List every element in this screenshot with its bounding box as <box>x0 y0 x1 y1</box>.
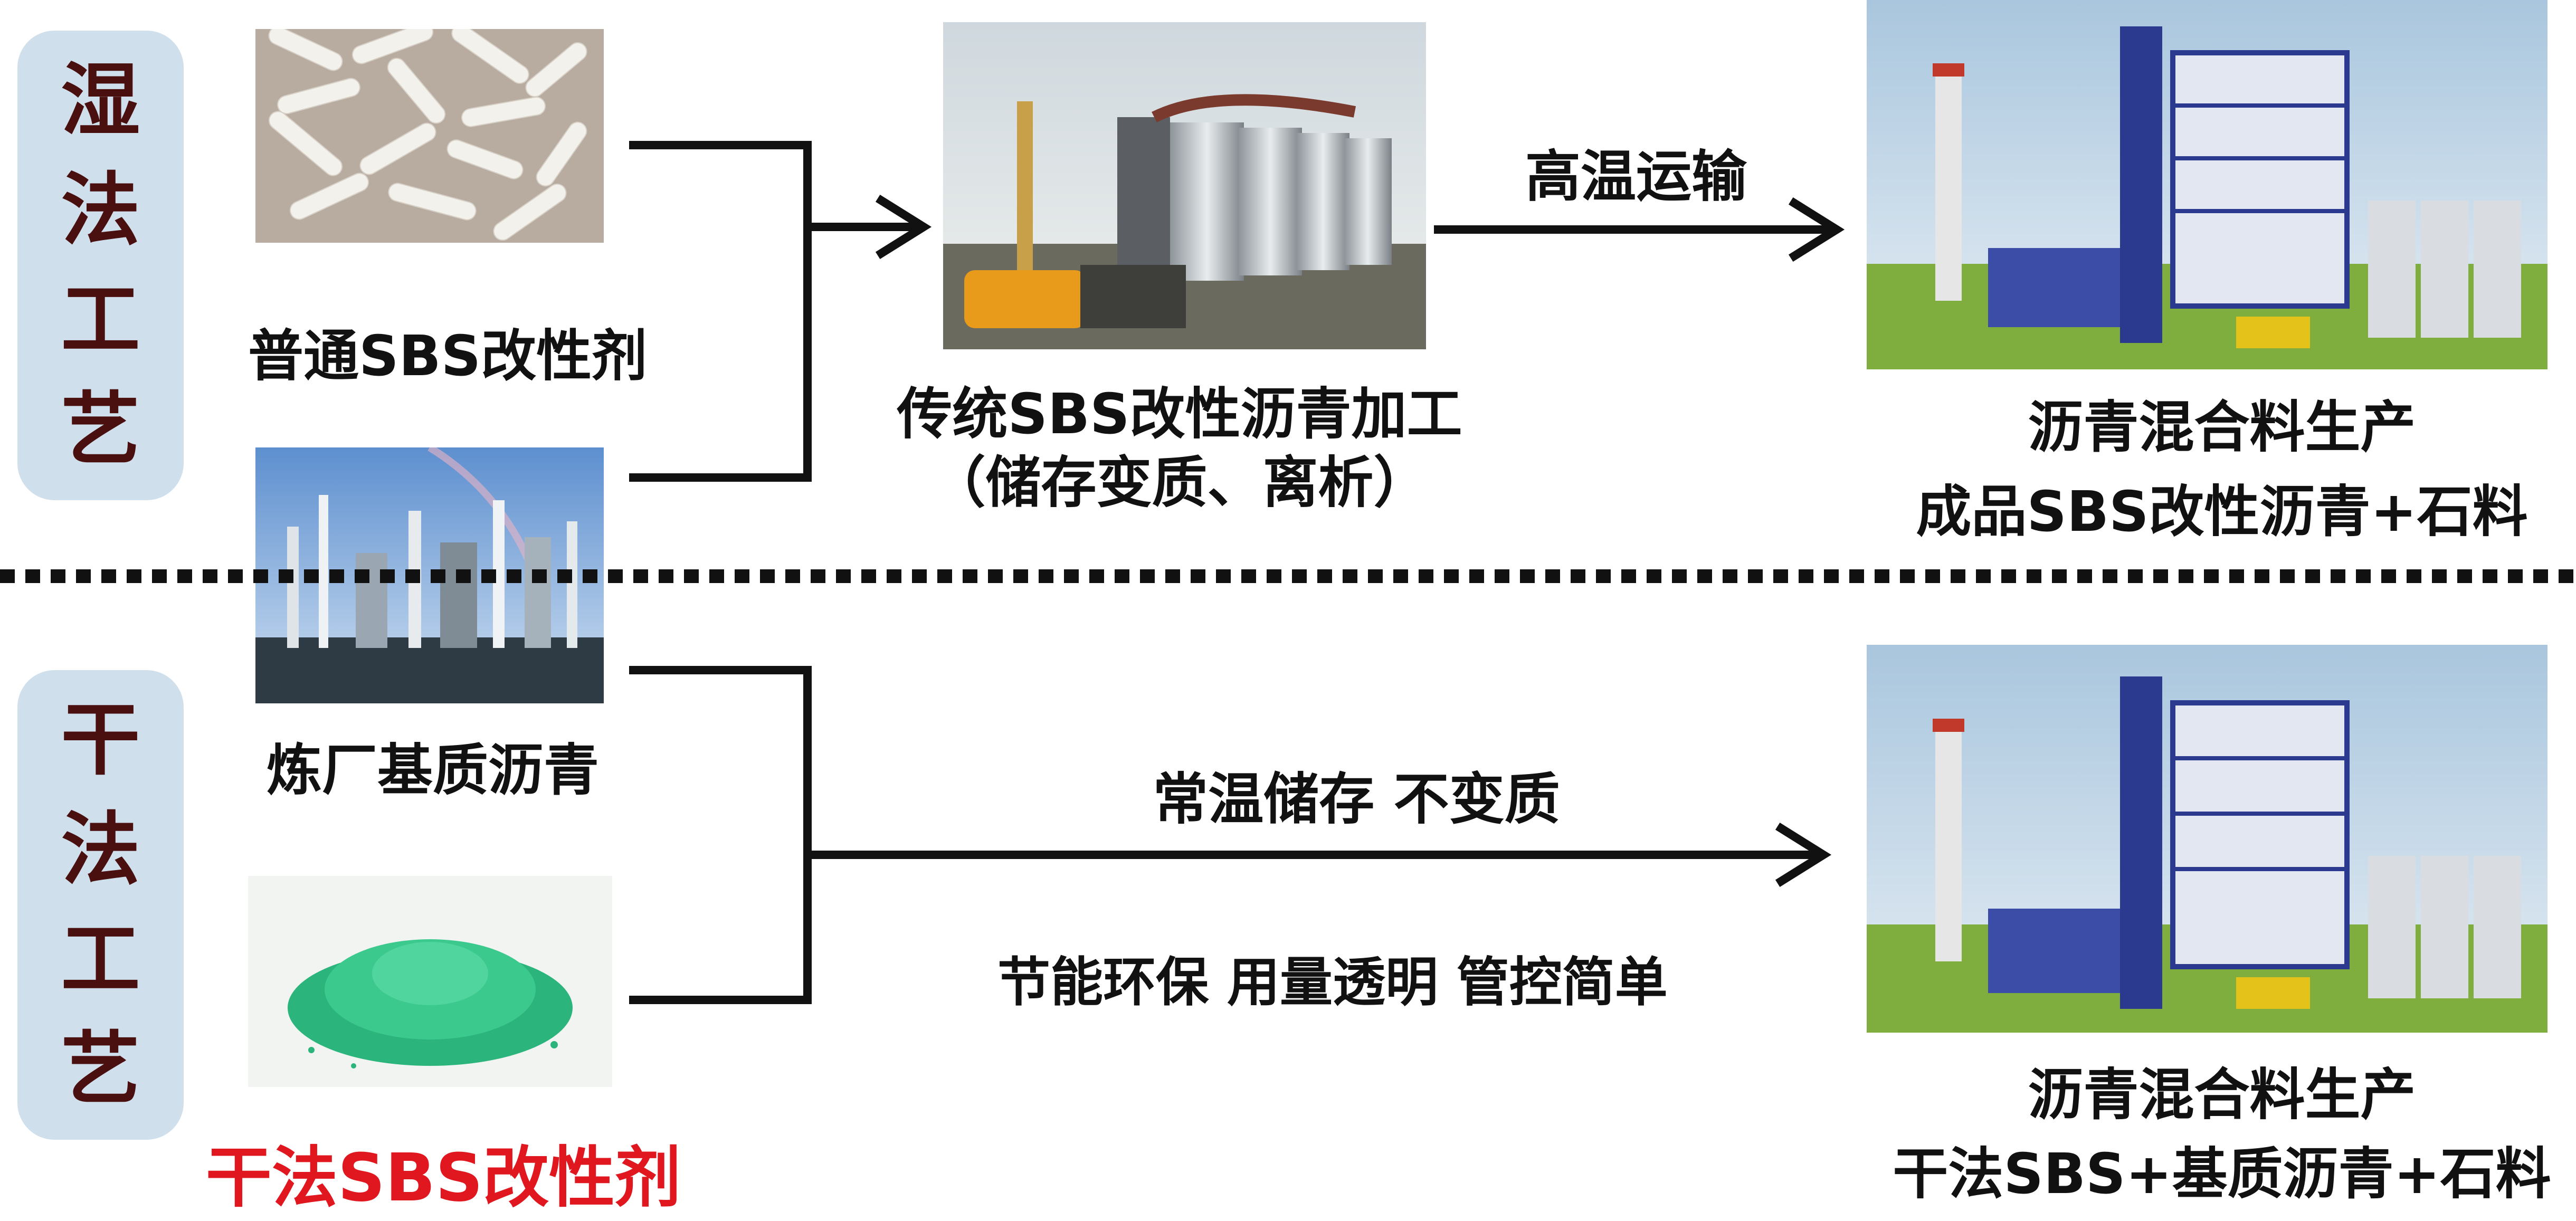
green-powder-photo <box>248 876 612 1087</box>
base-bitumen-label: 炼厂基质沥青 <box>266 738 599 803</box>
transport-label: 高温运输 <box>1525 145 1747 209</box>
processing-note: （储存变质、离析） <box>930 451 1429 515</box>
dry-modifier-label: 干法SBS改性剂 <box>205 1140 681 1216</box>
wet-process-char: 工 <box>61 274 140 366</box>
dry-process-char: 艺 <box>61 1024 140 1115</box>
dry-output-title: 沥青混合料生产 <box>2028 1063 2416 1127</box>
storage-label: 常温储存 不变质 <box>1153 767 1560 832</box>
dry-process-char: 工 <box>61 914 140 1006</box>
sbs-modifier-label: 普通SBS改性剂 <box>248 324 648 388</box>
processing-title: 传统SBS改性沥青加工 <box>897 382 1462 446</box>
asphalt-mixing-plant-photo <box>1867 0 2548 369</box>
wet-process-char: 法 <box>61 165 140 256</box>
wet-process-char: 艺 <box>61 384 140 476</box>
dry-output-product: 干法SBS+基质沥青+石料 <box>1893 1142 2551 1206</box>
sbs-granules-photo <box>255 29 604 243</box>
dry-process-char: 法 <box>61 804 140 896</box>
wet-process-char: 湿 <box>61 55 140 147</box>
dry-process-panel: 干 法 工 艺 <box>17 670 184 1140</box>
dry-process-char: 干 <box>61 694 140 786</box>
asphalt-mixing-plant-photo <box>1867 645 2548 1033</box>
wet-output-title: 沥青混合料生产 <box>2028 395 2416 460</box>
asphalt-tank-plant-photo <box>943 22 1426 349</box>
wet-output-product: 成品SBS改性沥青+石料 <box>1916 480 2528 544</box>
wet-process-panel: 湿 法 工 艺 <box>17 31 184 500</box>
benefits-label: 节能环保 用量透明 管控简单 <box>997 951 1668 1013</box>
